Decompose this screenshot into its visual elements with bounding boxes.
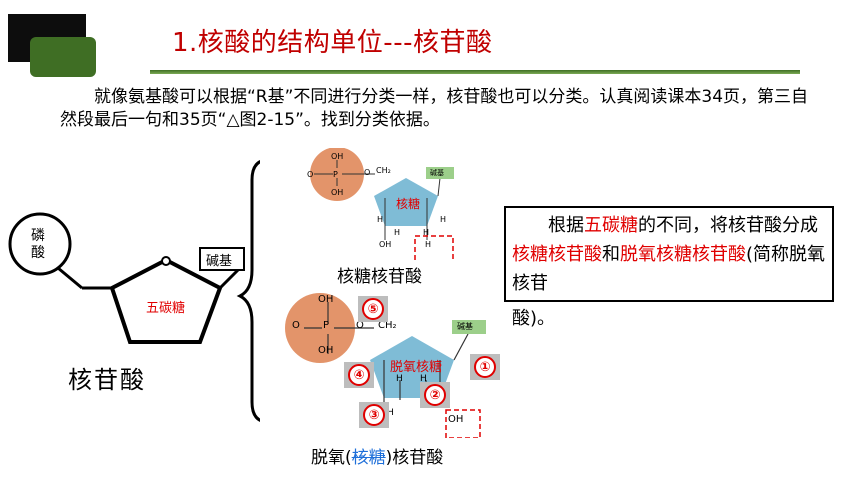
explanation-tail: 酸)。	[512, 308, 556, 329]
classification-explanation-box: 根据五碳糖的不同，将核苷酸分成核糖核苷酸和脱氧核糖核苷酸(简称脱氧核苷	[504, 206, 834, 302]
ribo-h1: H	[377, 215, 384, 224]
ribonucleotide-caption: 核糖核苷酸	[337, 267, 422, 287]
nucleotide-model-diagram	[8, 160, 260, 422]
base-box	[199, 247, 245, 271]
ribo-phosphate-circle	[310, 148, 364, 201]
ribose-pentagon	[374, 178, 438, 226]
phosphate-circle	[8, 212, 72, 276]
ribo-oh-bottom: OH	[331, 188, 344, 197]
deoxy-o-right: O	[356, 320, 364, 331]
ribo-p: P	[333, 170, 338, 179]
deoxy-2prime-oh: OH	[448, 414, 464, 425]
brace	[236, 160, 260, 422]
ribonucleotide-diagram	[310, 148, 454, 260]
ribo-2prime-h: H	[425, 240, 432, 249]
sugar-base-bond	[218, 266, 242, 290]
slide-title: 1.核酸的结构单位---核苷酸	[172, 28, 493, 58]
deoxy-p: P	[323, 320, 330, 331]
deoxy-sugar-label: 脱氧核糖	[390, 360, 443, 375]
ribo-3prime-oh: OH	[379, 240, 392, 249]
ribo-o-left: O	[307, 170, 314, 179]
ribo-ch2: CH₂	[376, 166, 391, 175]
nucleotide-caption: 核苷酸	[68, 366, 146, 394]
pentose-pentagon	[109, 257, 223, 344]
deoxyribonucleotide-caption: 脱氧(核糖)核苷酸	[311, 448, 444, 468]
ribo-h2: H	[440, 215, 447, 224]
phosphate-label: 磷酸	[31, 228, 45, 261]
intro-paragraph: 就像氨基酸可以根据“R基”不同进行分类一样，核苷酸也可以分类。认真阅读课本34页…	[60, 87, 809, 130]
ribo-2prime-dashed-box	[414, 235, 454, 260]
ribo-sugar-label: 核糖	[396, 197, 421, 211]
marker-4: ④	[344, 362, 374, 388]
ribo-h4: H	[423, 228, 430, 237]
deoxy-2prime-dashed-box	[445, 409, 481, 438]
ribo-oh-top: OH	[331, 152, 344, 161]
marker-3: ③	[359, 402, 389, 428]
deoxy-ch2: CH₂	[378, 320, 397, 331]
deoxy-base-tag: 碱基	[457, 322, 473, 331]
base-label: 碱基	[206, 254, 233, 269]
deoxy-oh-top: OH	[318, 294, 334, 305]
title-underline	[150, 70, 800, 74]
marker-5: ⑤	[358, 296, 388, 322]
deoxy-oh-bottom: OH	[318, 345, 334, 356]
marker-2: ②	[420, 382, 450, 408]
deoxy-base-tag-box	[452, 320, 486, 334]
deoxy-h2: H	[420, 374, 427, 384]
ring-oxygen-dot	[161, 256, 171, 266]
deoxy-h1: H	[396, 374, 403, 384]
ribo-base-tag: 碱基	[430, 169, 444, 177]
marker-1: ①	[470, 354, 500, 380]
ribo-h3: H	[394, 228, 401, 237]
deoxy-o-left: O	[292, 320, 300, 331]
ribo-o-right: O	[364, 168, 371, 177]
pentose-label: 五碳糖	[146, 301, 186, 316]
corner-decoration-green	[30, 37, 96, 77]
phosphate-bond	[57, 266, 83, 290]
deoxyribonucleotide-diagram	[285, 293, 486, 438]
ribo-base-tag-box	[426, 167, 454, 179]
